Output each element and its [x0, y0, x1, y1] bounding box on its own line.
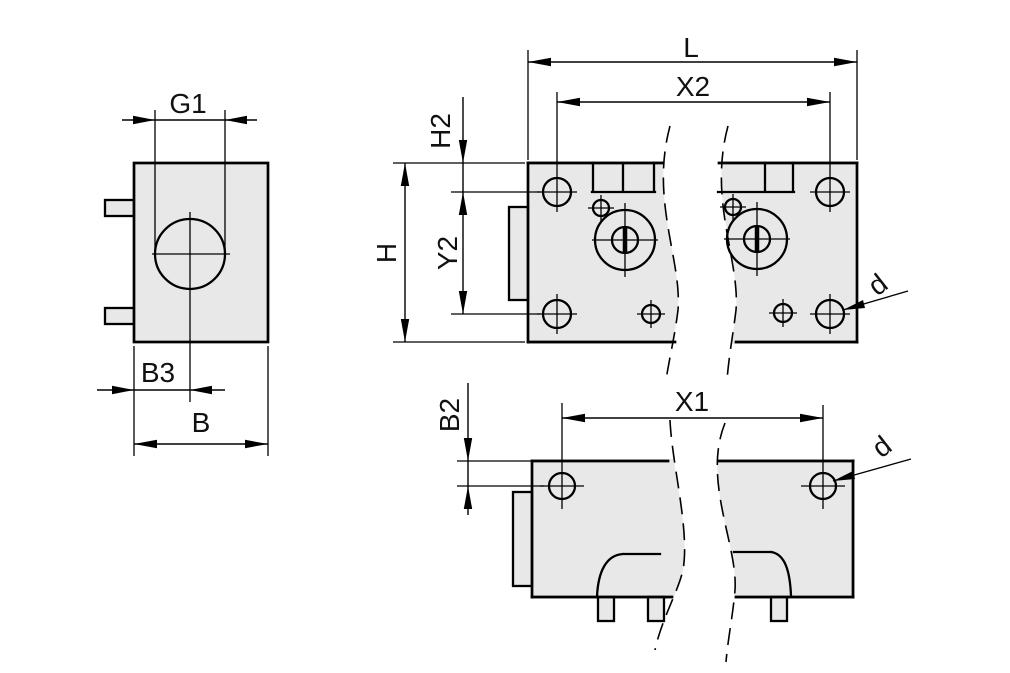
dim-l: L [527, 32, 858, 160]
side-body-outline [132, 161, 270, 344]
dim-x1: X1 [561, 386, 824, 464]
dim-b: B [134, 407, 268, 449]
side-tab-upper [103, 198, 136, 218]
dim-h2-y2: H2 Y2 [425, 97, 540, 315]
dim-label-h2: H2 [425, 113, 456, 149]
bottom-break-lines [654, 419, 736, 663]
dim-label-b: B [192, 407, 211, 438]
front-side-plate [507, 205, 530, 302]
side-tab-lower [103, 306, 136, 326]
dim-label-y2: Y2 [432, 236, 463, 270]
dim-x2: X2 [556, 71, 831, 212]
bottom-view: X1 B2 d [434, 383, 912, 663]
bottom-mounting-holes [540, 464, 845, 509]
dim-g1: G1 [122, 88, 257, 252]
dim-label-x2: X2 [676, 71, 710, 102]
side-view-body [103, 161, 270, 344]
dim-label-h: H [371, 243, 402, 263]
bottom-boss-contour [595, 550, 793, 599]
dim-b3: B3 [97, 346, 269, 456]
dim-h: H [371, 162, 525, 343]
bottom-side-plate [511, 490, 534, 588]
front-body-fill [528, 161, 858, 344]
dim-b2: B2 [434, 383, 544, 515]
front-break-lines [662, 125, 738, 381]
front-pilot-holes [588, 194, 797, 328]
dim-label-b3: B3 [141, 357, 175, 388]
bottom-body-fill [532, 459, 855, 599]
side-view: G1 B3 B [97, 88, 270, 456]
front-valve-ports [592, 202, 790, 277]
dim-label-g1: G1 [169, 88, 206, 119]
dim-label-x1: X1 [675, 386, 709, 417]
dim-label-l: L [683, 32, 699, 63]
bottom-body-outline [530, 459, 855, 599]
front-body-outline [526, 161, 859, 344]
side-centerlines [152, 212, 230, 402]
dim-label-b2: B2 [434, 398, 465, 432]
front-view: L X2 H H2 Y2 [371, 32, 909, 381]
front-top-notches [590, 161, 796, 194]
